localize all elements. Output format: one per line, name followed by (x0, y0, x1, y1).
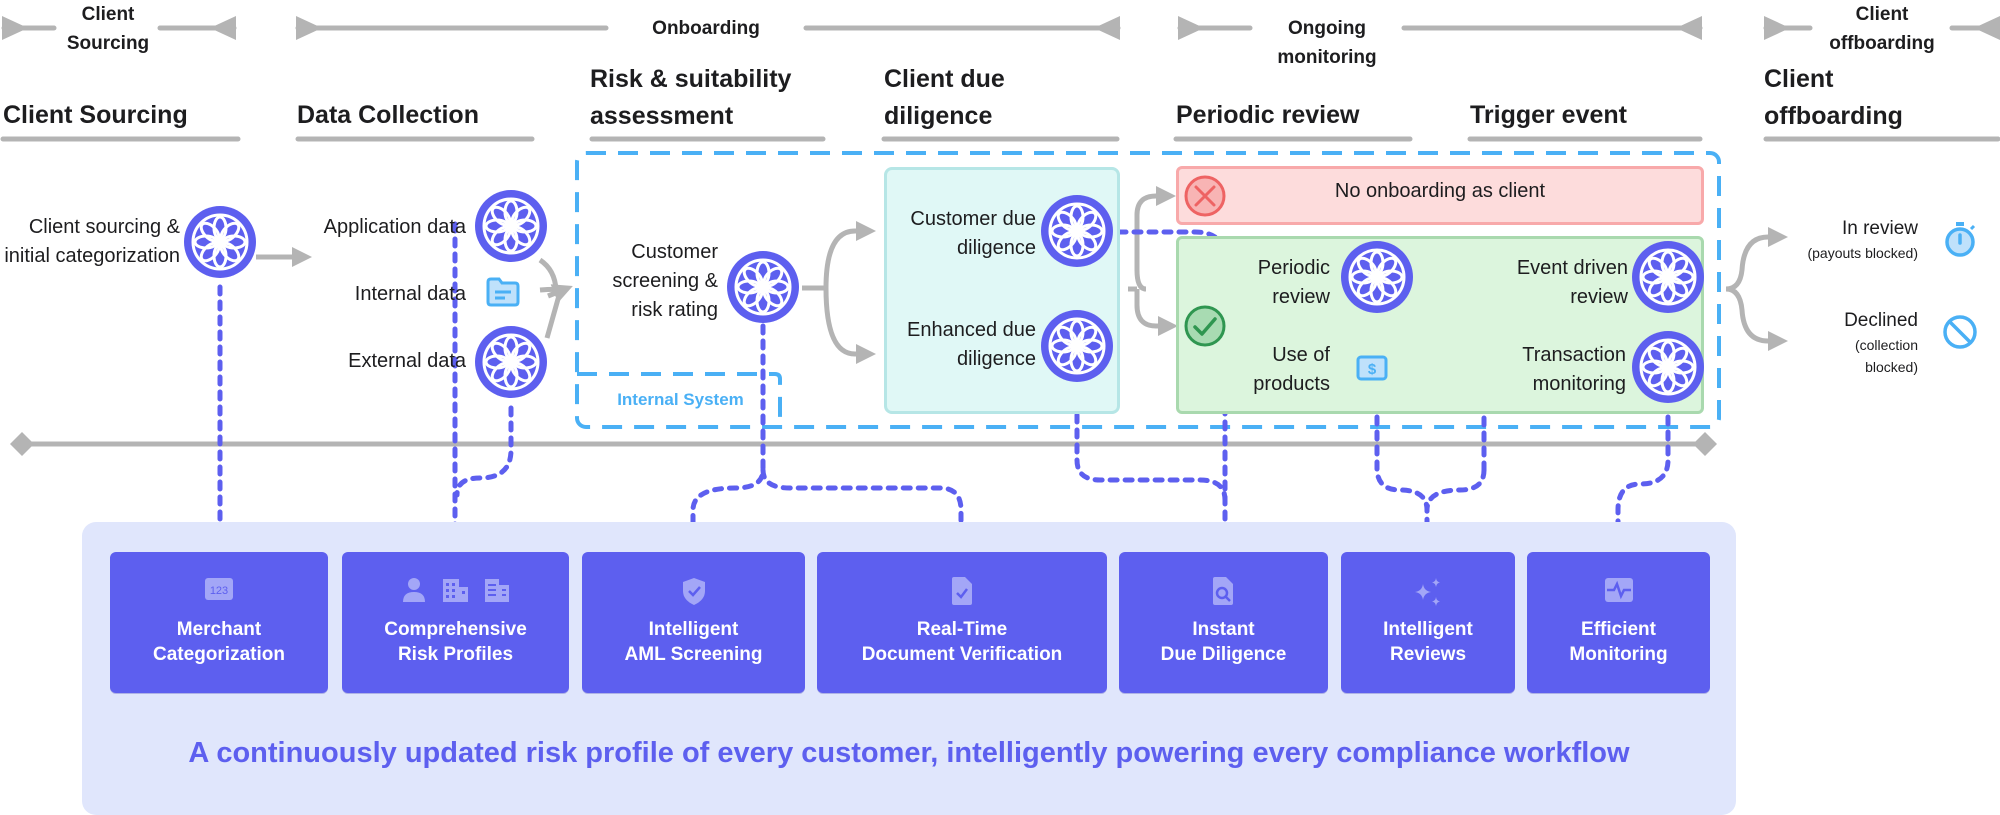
node-label-use-of-products: Use of products (1253, 344, 1330, 395)
approve-check-icon (1184, 305, 1226, 347)
card-title-line2: Reviews (1389, 644, 1467, 665)
card-title-line1: Real-Time (916, 619, 1008, 640)
ai-flower-icon-transaction-monitoring (1632, 331, 1704, 403)
node-label-internal-data: Internal data (354, 283, 466, 305)
phase-label-onboarding: Onboarding (652, 18, 760, 39)
phase-bar-ongoing-monitoring (1177, 16, 1703, 40)
outcome-title-declined: Declined (1844, 310, 1918, 331)
outcome-sub-in-review: (payouts blocked) (1807, 245, 1918, 261)
node-label-external-data: External data (348, 350, 466, 372)
timeline (10, 432, 1717, 456)
stage-title-trigger-event: Trigger event (1470, 101, 1627, 129)
stage-title-periodic-review: Periodic review (1176, 101, 1360, 129)
node-label-periodic-review: Periodic review (1257, 257, 1330, 308)
phase-label-client-sourcing: Client Sourcing (66, 4, 150, 54)
stage-title-data-collection: Data Collection (297, 101, 479, 129)
prohibited-icon (1943, 315, 1977, 349)
node-label-transaction-monitoring: Transaction monitoring (1522, 344, 1626, 395)
office-icon (484, 579, 509, 602)
outcome-sub-declined: (collection blocked) (1854, 337, 1918, 375)
node-label-client-sourcing: Client sourcing & initial categorization (4, 216, 180, 267)
internal-system-inner-boundary (577, 372, 782, 427)
svg-text:123: 123 (210, 585, 228, 597)
phase-bar-client-offboarding (1763, 16, 2000, 40)
card-title-line2: Monitoring (1569, 644, 1668, 665)
phase-bar-client-sourcing (1, 16, 237, 40)
phase-label-ongoing-monitoring: Ongoing monitoring (1277, 18, 1377, 68)
stage-title-risk-assessment: Risk & suitability assessment (590, 65, 792, 130)
no-onboarding-label: No onboarding as client (1334, 180, 1546, 202)
card-title-line1: Intelligent (1383, 619, 1473, 640)
ai-flower-icon-periodic-review (1341, 241, 1413, 313)
no-onboarding-box (1176, 166, 1704, 225)
card-title-line2: AML Screening (624, 644, 763, 665)
phase-bar-onboarding (295, 16, 1121, 40)
node-label-screening: Customer screening & risk rating (612, 241, 718, 321)
shield-check-icon (682, 578, 705, 605)
stage-title-client-due-diligence: Client due diligence (884, 65, 1005, 130)
card-title-line2: Categorization (153, 644, 285, 665)
ai-flower-icon-client-sourcing (184, 206, 256, 278)
node-label-cdd: Customer due diligence (910, 208, 1036, 259)
node-label-application-data: Application data (323, 216, 466, 238)
person-icon (402, 578, 425, 602)
node-label-event-driven-review: Event driven review (1516, 257, 1628, 308)
card-title-line2: Due Diligence (1160, 644, 1287, 665)
phase-label-client-offboarding: Client offboarding (1829, 4, 1935, 54)
ai-flower-icon-event-driven-review (1632, 241, 1704, 313)
pulse-monitor-icon (1604, 578, 1633, 602)
stopwatch-icon (1945, 222, 1976, 257)
document-check-icon (952, 577, 972, 605)
sparkles-icon (1415, 578, 1440, 606)
dollar-bill-icon: $ (1356, 355, 1388, 381)
internal-system-boundary (575, 151, 1721, 429)
card-title-line1: Intelligent (648, 619, 739, 640)
ai-flower-icon-cdd (1041, 195, 1113, 267)
stage-title-client-sourcing: Client Sourcing (3, 101, 188, 129)
ai-flower-icon-application-data (475, 190, 547, 262)
card-title-line1: Efficient (1581, 619, 1656, 640)
card-title-line1: Merchant (176, 619, 262, 640)
reject-x-icon (1184, 175, 1226, 217)
building-icon (442, 579, 468, 602)
internal-system-label: Internal System (617, 390, 744, 409)
platform-tagline: A continuously updated risk profile of e… (188, 737, 1630, 769)
folder-icon (486, 277, 520, 307)
document-search-icon (1212, 577, 1233, 605)
svg-text:$: $ (1368, 361, 1377, 378)
node-label-edd: Enhanced due diligence (906, 319, 1036, 370)
ai-flower-icon-edd (1041, 310, 1113, 382)
number-123-icon: 123 (205, 578, 233, 600)
ai-flower-icon-external-data (475, 326, 547, 398)
card-title-line1: Comprehensive (384, 619, 527, 640)
card-title-line1: Instant (1192, 619, 1255, 640)
card-title-line2: Document Verification (861, 644, 1063, 665)
outcome-title-in-review: In review (1841, 218, 1918, 239)
onboarded-box (1176, 236, 1704, 414)
ai-flower-icon-screening (727, 251, 799, 323)
card-title-line2: Risk Profiles (397, 644, 514, 665)
stage-title-client-offboarding: Client offboarding (1764, 65, 1903, 130)
